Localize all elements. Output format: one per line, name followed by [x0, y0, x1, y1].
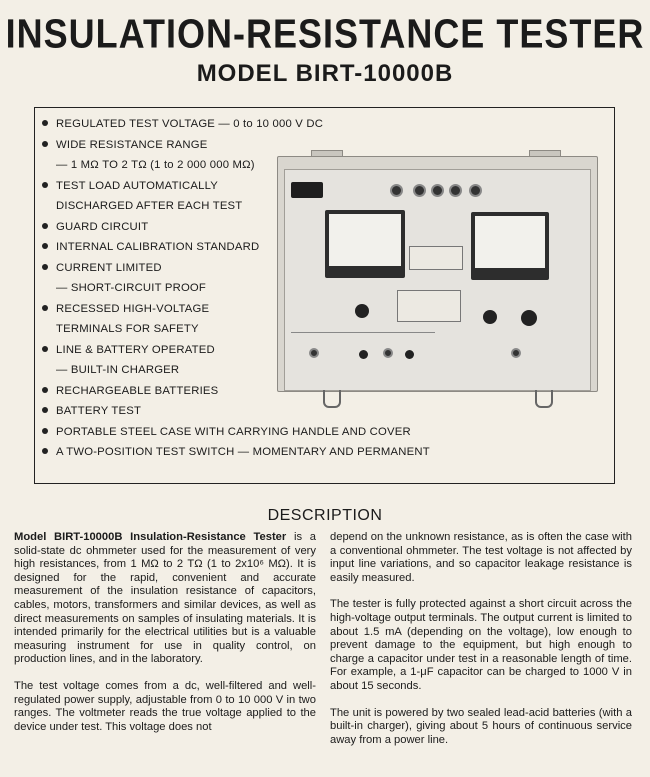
- front-panel: [284, 169, 591, 391]
- bullet-icon: [42, 120, 48, 127]
- zero-adjust-knob: [483, 310, 497, 324]
- bullet-icon: [42, 181, 48, 188]
- terminal: [469, 184, 482, 197]
- test-switch: [511, 348, 521, 358]
- paragraph: The test voltage comes from a dc, well-f…: [14, 679, 316, 733]
- features-box: [34, 107, 615, 484]
- feature-item: RECESSED HIGH-VOLTAGE: [42, 299, 442, 320]
- bullet-icon: [42, 140, 48, 147]
- bullet-icon: [42, 386, 48, 393]
- feature-item: DISCHARGED AFTER EACH TEST: [56, 200, 243, 212]
- bullet-icon: [42, 427, 48, 434]
- feature-item: REGULATED TEST VOLTAGE — 0 to 10 000 V D…: [42, 114, 442, 135]
- feature-item: GUARD CIRCUIT: [42, 217, 442, 238]
- terminal: [390, 184, 403, 197]
- bullet-icon: [42, 448, 48, 455]
- push-button: [405, 350, 414, 359]
- toggle-switch: [309, 348, 319, 358]
- feature-item: INTERNAL CALIBRATION STANDARD: [42, 237, 442, 258]
- feature-item: — 1 MΩ TO 2 TΩ (1 to 2 000 000 MΩ): [56, 159, 255, 171]
- model-title: MODEL BIRT-10000B: [196, 60, 454, 87]
- terminal: [413, 184, 426, 197]
- bullet-icon: [42, 263, 48, 270]
- feature-item: RECHARGEABLE BATTERIES: [42, 381, 442, 402]
- paragraph: The tester is fully protected against a …: [330, 598, 632, 692]
- bullet-icon: [42, 243, 48, 250]
- feature-item: CURRENT LIMITED: [42, 258, 442, 279]
- paragraph: Model BIRT-10000B Insulation-Resistance …: [14, 531, 316, 666]
- feature-item: WIDE RESISTANCE RANGE: [42, 135, 442, 156]
- terminal: [431, 184, 444, 197]
- feature-item: — BUILT-IN CHARGER: [56, 364, 180, 376]
- power-connector: [291, 182, 323, 198]
- paragraph: depend on the unknown resistance, as is …: [330, 531, 632, 584]
- nameplate: [397, 290, 461, 322]
- resistance-meter: [325, 210, 405, 278]
- feature-item: — SHORT-CIRCUIT PROOF: [56, 282, 207, 294]
- zero-adjust-knob: [355, 304, 369, 318]
- paragraph: The unit is powered by two sealed lead-a…: [330, 706, 632, 746]
- case-foot: [535, 390, 553, 408]
- reset-button: [359, 350, 368, 359]
- feature-item: LINE & BATTERY OPERATED: [42, 340, 442, 361]
- case-foot: [323, 390, 341, 408]
- bullet-icon: [42, 222, 48, 229]
- feature-list: REGULATED TEST VOLTAGE — 0 to 10 000 V D…: [42, 114, 442, 463]
- caution-plate: [409, 246, 463, 270]
- feature-item: BATTERY TEST: [42, 401, 442, 422]
- feature-item: TEST LOAD AUTOMATICALLY: [42, 176, 442, 197]
- voltage-meter: [471, 212, 549, 280]
- bullet-icon: [42, 345, 48, 352]
- device-case: [277, 156, 598, 392]
- feature-item: A TWO-POSITION TEST SWITCH — MOMENTARY A…: [42, 442, 602, 463]
- range-knob: [521, 310, 537, 326]
- page-title: INSULATION-RESISTANCE TESTER: [5, 10, 645, 57]
- terminal: [449, 184, 462, 197]
- tester-photo: [277, 150, 598, 408]
- feature-item: TERMINALS FOR SAFETY: [56, 323, 199, 335]
- bullet-icon: [42, 407, 48, 414]
- description-right-column: depend on the unknown resistance, as is …: [330, 531, 632, 760]
- description-left-column: Model BIRT-10000B Insulation-Resistance …: [14, 531, 316, 747]
- toggle-switch: [383, 348, 393, 358]
- feature-item: PORTABLE STEEL CASE WITH CARRYING HANDLE…: [42, 422, 602, 443]
- description-heading: DESCRIPTION: [267, 507, 383, 524]
- bullet-icon: [42, 304, 48, 311]
